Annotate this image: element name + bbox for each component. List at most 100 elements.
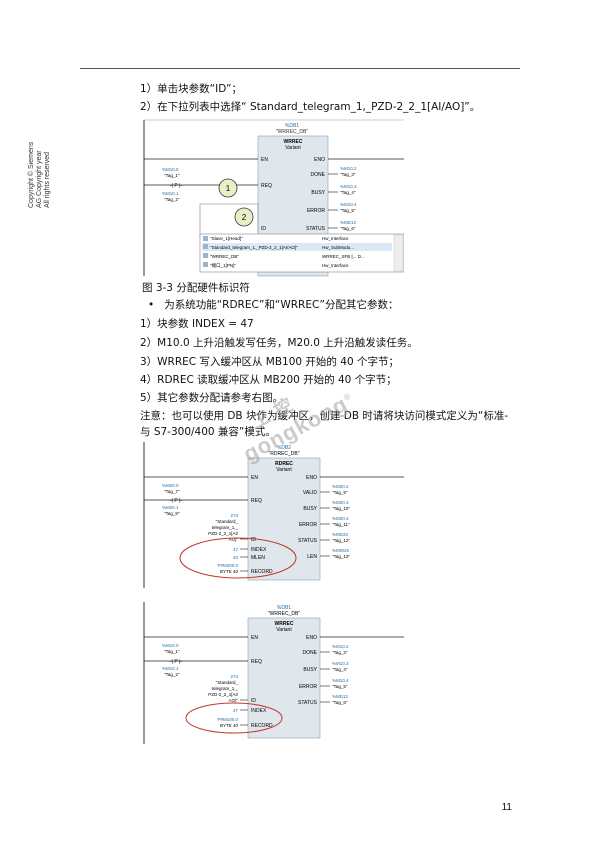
highlight-ellipse	[179, 537, 297, 579]
dropdown-scrollbar[interactable]	[393, 234, 404, 272]
id-name: PZD-2_2_1[AI/	[208, 531, 239, 536]
bullet-icon: •	[148, 299, 165, 311]
input-address: %M20.0	[162, 483, 179, 488]
pin-req: REQ	[251, 498, 262, 504]
output-tag: "Tag_5"	[332, 684, 348, 689]
figure-caption: 图 3-3 分配硬件标识符	[142, 282, 250, 294]
pin-done: DONE	[311, 172, 326, 178]
pin-req: REQ	[251, 659, 262, 665]
output-tag: "Tag_5"	[340, 208, 356, 213]
output-address: %M20.3	[332, 500, 349, 505]
dropdown-item[interactable]: "Standard_telegram_1,_PZD-2_2_1[AI/AO]" …	[203, 244, 354, 250]
step-line: 1）块参数 INDEX = 47	[140, 318, 254, 330]
output-address: %M20.2	[332, 484, 349, 489]
figure-wrrec-id: %DB1 "WRREC_DB" WRREC Variant EN ENO %M1…	[142, 118, 404, 278]
db-label: %DB2	[277, 445, 291, 451]
pin-busy: BUSY	[311, 190, 325, 196]
pin-len: LEN	[307, 554, 317, 560]
callout-2	[234, 207, 254, 227]
output-address: %M10.2	[340, 166, 357, 171]
svg-text:"WRREC_DB": "WRREC_DB"	[210, 254, 239, 259]
output-address: %M10.2	[332, 644, 349, 649]
output-tag: "Tag_3"	[332, 650, 348, 655]
output-tag: "Tag_4"	[332, 667, 348, 672]
svg-text:Hw_Interface: Hw_Interface	[322, 263, 349, 268]
pin-id: ID	[251, 698, 256, 704]
callout-label: 2	[242, 213, 247, 222]
input-tag: "Tag_8"	[164, 511, 180, 516]
pin-error: ERROR	[307, 208, 325, 214]
output-tag: "Tag_6"	[332, 700, 348, 705]
id-name: "Standard_	[216, 680, 239, 685]
record-type: BYTE 40	[220, 569, 239, 574]
output-address: %M10.3	[340, 184, 357, 189]
record-address: P#M100.0	[217, 717, 238, 722]
id-name: telegram_1,_	[212, 525, 239, 530]
pin-en: EN	[251, 475, 258, 481]
id-name: telegram_1,_	[212, 686, 239, 691]
pin-en: EN	[261, 157, 268, 163]
block-variant: Variant	[276, 467, 292, 473]
note-line: 注意：也可以使用 DB 块作为缓冲区，创建 DB 时请将块访问模式定义为“标准-	[140, 410, 509, 422]
svg-text:Hw_Interface: Hw_Interface	[322, 236, 349, 241]
step-line: 4）RDREC 读取缓冲区从 MB200 开始的 40 个字节；	[140, 374, 397, 386]
id-name: "Standard_	[216, 519, 239, 524]
input-tag: "Tag_1"	[164, 649, 180, 654]
contact-p: -| P |-	[170, 183, 182, 189]
dropdown-item[interactable]: "WRREC_DB" WRREC_SFB [... D...	[203, 253, 365, 259]
pin-index: INDEX	[251, 708, 267, 714]
block-title: RDREC	[275, 461, 293, 467]
output-address: %M10.4	[340, 202, 357, 207]
output-address: %MD12	[332, 694, 349, 699]
copyright-line: AG Copyright year	[36, 150, 43, 208]
id-value: 274	[230, 674, 238, 679]
id-name: AO]"	[229, 537, 239, 542]
dropdown-item[interactable]: "Slave_1[Head]" Hw_Interface	[203, 236, 349, 241]
output-tag: "Tag_9"	[332, 490, 348, 495]
function-block	[247, 617, 321, 739]
input-address: %M10.0	[162, 643, 179, 648]
pin-status: STATUS	[298, 538, 318, 544]
pin-mlen: MLEN	[251, 555, 265, 561]
bullet-item: • 为系统功能“RDREC”和“WRREC”分配其它参数：	[148, 298, 398, 312]
id-value: 274	[230, 513, 238, 518]
input-address: %M10.0	[162, 167, 179, 172]
pin-en: EN	[251, 635, 258, 641]
figure-rdrec: %DB2 "RDREC_DB" RDREC Variant EN ENO %M2…	[142, 440, 404, 590]
output-address: %M10.3	[332, 661, 349, 666]
step-line: 2）M10.0 上升沿触发写任务，M20.0 上升沿触发读任务。	[140, 337, 418, 349]
svg-text:"Standard_telegram_1,_PZD-2_2_: "Standard_telegram_1,_PZD-2_2_1[AI/AO]"	[210, 245, 298, 250]
pin-status: STATUS	[306, 226, 326, 232]
db-label: %DB1	[277, 605, 291, 611]
input-tag: "Tag_7"	[164, 489, 180, 494]
bullet-text: 为系统功能“RDREC”和“WRREC”分配其它参数：	[164, 299, 399, 311]
output-address: %M10.4	[332, 678, 349, 683]
pin-eno: ENO	[306, 475, 317, 481]
db-name: "RDREC_DB"	[268, 451, 299, 457]
note-line: 与 S7-300/400 兼容”模式。	[140, 426, 276, 438]
id-dropdown-list[interactable]	[199, 233, 404, 273]
pin-error: ERROR	[299, 684, 317, 690]
input-address: %M20.1	[162, 505, 179, 510]
index-value: 47	[233, 547, 239, 552]
copyright-notice: Copyright © Siemens AG Copyright year Al…	[28, 118, 66, 208]
record-type: BYTE 40	[220, 723, 239, 728]
step-line: 1）单击块参数“ID”；	[140, 83, 242, 95]
pin-req: REQ	[261, 183, 272, 189]
db-label: %DB1	[285, 123, 299, 129]
output-tag: "Tag_12"	[332, 538, 350, 543]
block-title: WRREC	[275, 621, 294, 627]
contact-p: -| P |-	[170, 659, 182, 665]
contact-p: -| P |-	[170, 498, 182, 504]
highlight-ellipse	[185, 702, 283, 734]
dropdown-item[interactable]: "端口_1[PN]" Hw_Interface	[203, 262, 349, 269]
record-address: P#M200.0	[217, 563, 238, 568]
pin-id: ID	[251, 537, 256, 543]
svg-text:Hw_SubModu...: Hw_SubModu...	[322, 245, 354, 250]
input-tag: "Tag_2"	[164, 672, 180, 677]
pin-done: DONE	[303, 650, 318, 656]
step-line: 5）其它参数分配请参考右图。	[140, 392, 284, 404]
pin-valid: VALID	[303, 490, 317, 496]
pin-eno: ENO	[314, 157, 325, 163]
output-address: %MW26	[332, 548, 349, 553]
